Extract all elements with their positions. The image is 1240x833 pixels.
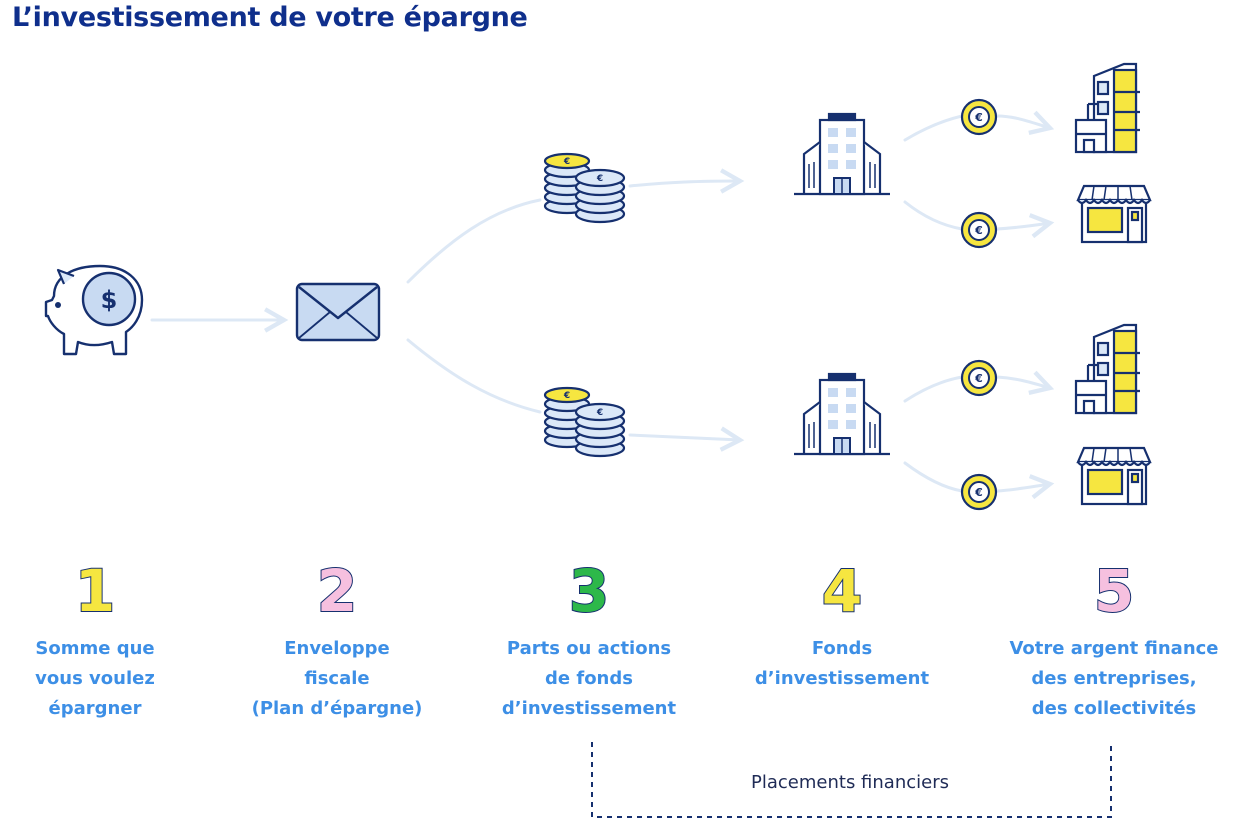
apartment-building-icon-top bbox=[1074, 62, 1142, 154]
office-building-icon-top bbox=[794, 112, 892, 196]
coin-stack-icon-top bbox=[543, 152, 626, 224]
arrow-coin-2-to-shop bbox=[995, 213, 1055, 239]
arrow-bottom-stack-to-fund bbox=[628, 426, 745, 452]
connector-bottom-fund-to-coin-4 bbox=[903, 461, 964, 493]
coin-stack-icon-bottom bbox=[543, 386, 626, 458]
step-number: 1 bbox=[74, 557, 116, 625]
connector-top-fund-to-coin-2 bbox=[903, 200, 964, 231]
arrow-coin-3-to-apartment bbox=[995, 370, 1055, 396]
page-title: L’investissement de votre épargne bbox=[12, 2, 528, 33]
placements-bracket bbox=[591, 742, 1112, 818]
euro-coin-icon-1 bbox=[960, 98, 998, 136]
step-number: 5 bbox=[1093, 557, 1135, 625]
office-building-icon-bottom bbox=[794, 372, 892, 456]
step-number: 4 bbox=[821, 557, 863, 625]
envelope-icon bbox=[295, 282, 381, 342]
step-number: 2 bbox=[316, 557, 358, 625]
euro-coin-icon-3 bbox=[960, 359, 998, 397]
euro-coin-icon-4 bbox=[960, 473, 998, 511]
connector-top-fund-to-coin-1 bbox=[903, 114, 964, 142]
connector-envelope-to-top-stack bbox=[406, 198, 542, 284]
connector-bottom-fund-to-coin-3 bbox=[903, 375, 964, 403]
placements-label: Placements financiers bbox=[751, 772, 949, 793]
arrow-coin-4-to-shop bbox=[995, 474, 1055, 500]
shop-icon-top bbox=[1076, 184, 1152, 244]
piggy-bank-icon: $ bbox=[44, 264, 144, 356]
connector-envelope-to-bottom-stack bbox=[406, 338, 542, 414]
dollar-symbol: $ bbox=[101, 286, 118, 314]
apartment-building-icon-bottom bbox=[1074, 323, 1142, 415]
flow-arrows bbox=[150, 110, 1055, 500]
arrow-coin-1-to-apartment bbox=[995, 110, 1055, 136]
euro-coin-icon-2 bbox=[960, 211, 998, 249]
arrow-top-stack-to-fund bbox=[628, 168, 745, 194]
step-number: 3 bbox=[568, 557, 610, 625]
shop-icon-bottom bbox=[1076, 446, 1152, 506]
